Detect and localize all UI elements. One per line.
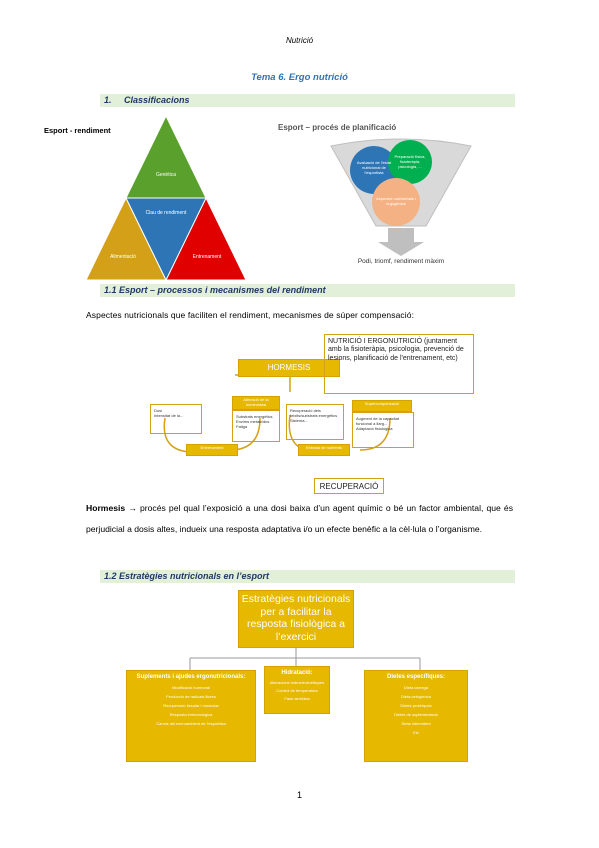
- funnel-diagram: [330, 138, 472, 256]
- nutrition-box: NUTRICIÓ I ERGONUTRICIÓ (juntament amb l…: [324, 334, 474, 394]
- strategy-child-item: Dietes proteïques: [400, 703, 432, 708]
- strategy-child-item: Producció de radicals lliures: [166, 694, 216, 699]
- recuperacio-label: RECUPERACIÓ: [314, 478, 384, 494]
- section-heading-1: 1. Classificacions: [100, 94, 515, 107]
- triangle-label-center: Clau de rendiment: [145, 210, 187, 216]
- strategy-child-3: Dietes específiques: Dieta càrrega Dieta…: [364, 670, 468, 762]
- cycle-box-3: Recuperació dels teixits/substrats energ…: [286, 404, 344, 440]
- strategy-root: Estratègies nutricionals per a facilitar…: [238, 590, 354, 648]
- hormesis-definition: Hormesis → procés pel qual l’exposició a…: [86, 498, 513, 540]
- funnel-circle-3: Aspectes nutricionals i ergogènics: [376, 196, 416, 206]
- strategy-child-2: Hidratació: Alteracions hidroelectrolíti…: [264, 666, 330, 714]
- strategy-child-title: Dietes específiques:: [386, 674, 446, 680]
- cycle-box-4-title: Supercompensació: [352, 400, 412, 412]
- funnel-output: Podi, triomf, rendiment màxim: [357, 258, 445, 265]
- strategy-child-item: Dietes de suplementació: [394, 712, 438, 717]
- cycle-box-4-item: Augment de la capacitat funcional a llar…: [356, 416, 399, 426]
- triangle-label-top: Genètica: [155, 172, 176, 178]
- figure1-right-title: Esport – procés de planificació: [278, 123, 397, 132]
- cycle-box-2-item: Enzims metabòlics: [236, 419, 270, 424]
- hormesis-arrow: →: [128, 503, 137, 513]
- funnel-circle-1: Avaluació de l'estat nutricional de l'es…: [356, 160, 392, 175]
- section-heading-3: 1.2 Estratègies nutricionals en l’esport: [100, 570, 515, 583]
- cycle-box-1-item: Dosi: [154, 408, 163, 413]
- cycle-box-4: Augment de la capacitat funcional a llar…: [352, 412, 414, 448]
- section-label: Classificacions: [124, 95, 190, 105]
- cycle-box-3-item: Recuperació dels teixits/substrats energ…: [290, 408, 338, 418]
- hierarchy-connectors: [189, 648, 421, 670]
- strategy-child-item: Modificació hormonal: [172, 685, 210, 690]
- strategy-child-item: Fase aeròbica: [284, 696, 310, 701]
- strategy-child-title: Suplements i ajudes ergonutricionals:: [136, 674, 246, 680]
- funnel-circle-2: Preparació física, fisioteràpia, psicolo…: [394, 154, 426, 169]
- figure1-left-label: Esport - rendiment: [44, 126, 111, 135]
- hormesis-term: Hormesis: [86, 503, 126, 513]
- page-number: 1: [296, 790, 302, 800]
- strategy-child-item: Etc: [413, 730, 419, 735]
- strategy-child-item: Dieta intermitent: [401, 721, 431, 726]
- page-header: Nutrició: [285, 36, 314, 45]
- strategy-child-item: Resposta immunològica: [169, 712, 213, 717]
- section-label: 1.2 Estratègies nutricionals en l’esport: [104, 571, 270, 581]
- strategy-child-item: Canvis del microambient de l'esportista: [156, 721, 226, 726]
- cycle-box-3-item: Sistema...: [290, 418, 308, 423]
- section-label: 1.1 Esport – processos i mecanismes del …: [104, 285, 326, 295]
- cycle-box-2-title: Alteració de la homeostasi: [232, 396, 280, 410]
- section-heading-2: 1.1 Esport – processos i mecanismes del …: [100, 284, 515, 297]
- strategy-child-item: Alteracions hidroelectrolítiques: [269, 680, 325, 685]
- strategy-child-title: Hidratació:: [281, 670, 313, 676]
- triangle-diagram: [86, 114, 246, 282]
- strategy-child-item: Recuperació tissular i muscular: [163, 703, 219, 708]
- cycle-label-b: Entrada de nutrients: [298, 444, 350, 456]
- cycle-box-4-item: Adaptació fisiològica: [356, 426, 393, 431]
- hormesis-text: procés pel qual l’exposició a una dosi b…: [86, 503, 514, 534]
- intro-paragraph: Aspectes nutricionals que faciliten el r…: [86, 310, 415, 320]
- strategy-child-item: Dieta cetogènica: [401, 694, 431, 699]
- cycle-box-2-item: Substrats energètics: [236, 414, 273, 419]
- cycle-box-2: Substrats energètics Enzims metabòlics F…: [232, 410, 280, 442]
- cycle-box-1: Dosi Intensitat de la...: [150, 404, 202, 434]
- strategy-child-1: Suplements i ajudes ergonutricionals: Mo…: [126, 670, 256, 762]
- cycle-box-2-item: Fatiga: [236, 424, 248, 429]
- cycle-label-a: Entrenament: [186, 444, 238, 456]
- triangle-label-right: Entrenament: [192, 254, 222, 260]
- hormesis-label: HORMESIS: [238, 359, 340, 377]
- cycle-box-1-item: Intensitat de la...: [154, 413, 184, 418]
- page-title: Tema 6. Ergo nutrició: [251, 72, 348, 83]
- section-number: 1.: [104, 95, 112, 105]
- strategy-child-item: Dieta càrrega: [403, 685, 428, 690]
- triangle-label-left: Alimentació: [110, 254, 136, 260]
- strategy-child-item: Control de temperatura: [276, 688, 318, 693]
